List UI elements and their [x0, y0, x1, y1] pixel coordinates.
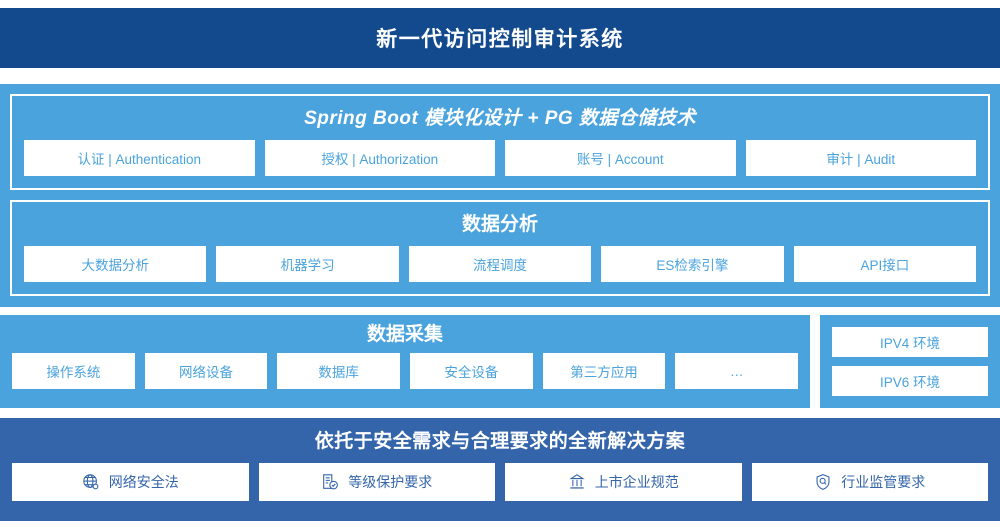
chip-listed-company-standard[interactable]: 上市企业规范: [505, 463, 742, 501]
chip-audit[interactable]: 审计 | Audit: [745, 140, 976, 176]
header-bar: 新一代访问控制审计系统: [0, 8, 1000, 68]
bank-icon: [568, 473, 586, 491]
chip-classified-protection[interactable]: 等级保护要求: [258, 463, 495, 501]
data-analysis-panel: 数据分析 大数据分析 机器学习 流程调度 ES检索引擎 API接口: [10, 200, 990, 296]
chip-account[interactable]: 账号 | Account: [505, 140, 736, 176]
chip-network-device[interactable]: 网络设备: [144, 353, 268, 389]
platform-section: Spring Boot 模块化设计 + PG 数据仓储技术 认证 | Authe…: [0, 84, 1000, 307]
chip-third-party-application[interactable]: 第三方应用: [542, 353, 666, 389]
page-title: 新一代访问控制审计系统: [376, 28, 624, 51]
chip-label: 上市企业规范: [594, 474, 679, 490]
compliance-title: 依托于安全需求与合理要求的全新解决方案: [314, 431, 686, 452]
chip-database[interactable]: 数据库: [277, 353, 401, 389]
spring-boot-title: Spring Boot 模块化设计 + PG 数据仓储技术: [304, 108, 696, 129]
data-collection-chip-row: 操作系统 网络设备 数据库 安全设备 第三方应用 …: [12, 353, 799, 389]
compliance-chip-row: 网络安全法 等级保护要求: [12, 463, 988, 501]
chip-more-ellipsis[interactable]: …: [675, 353, 799, 389]
document-check-icon: [321, 473, 339, 491]
chip-machine-learning[interactable]: 机器学习: [216, 246, 399, 282]
chip-cybersecurity-law[interactable]: 网络安全法: [12, 463, 249, 501]
chip-authentication[interactable]: 认证 | Authentication: [24, 140, 255, 176]
data-collection-section: 数据采集 操作系统 网络设备 数据库 安全设备 第三方应用 … IPV4 环境 …: [0, 315, 1000, 408]
chip-industry-regulation[interactable]: 行业监管要求: [751, 463, 988, 501]
chip-ipv6-environment[interactable]: IPV6 环境: [832, 366, 988, 396]
shield-search-icon: [814, 473, 832, 491]
chip-security-device[interactable]: 安全设备: [410, 353, 533, 389]
compliance-section: 依托于安全需求与合理要求的全新解决方案 网络安全法: [0, 418, 1000, 521]
data-collection-title: 数据采集: [366, 324, 443, 345]
chip-label: 行业监管要求: [841, 474, 926, 490]
chip-es-search-engine[interactable]: ES检索引擎: [601, 246, 784, 282]
chip-label: 等级保护要求: [348, 474, 433, 490]
chip-authorization[interactable]: 授权 | Authorization: [264, 140, 495, 176]
environment-panel: IPV4 环境 IPV6 环境: [820, 315, 1000, 408]
chip-ipv4-environment[interactable]: IPV4 环境: [832, 327, 988, 357]
spring-boot-chip-row: 认证 | Authentication 授权 | Authorization 账…: [24, 140, 976, 176]
globe-icon: [82, 473, 100, 491]
chip-label: 网络安全法: [108, 474, 179, 490]
data-analysis-chip-row: 大数据分析 机器学习 流程调度 ES检索引擎 API接口: [24, 246, 977, 282]
chip-operating-system[interactable]: 操作系统: [12, 353, 135, 389]
chip-api-interface[interactable]: API接口: [793, 246, 977, 282]
spring-boot-panel: Spring Boot 模块化设计 + PG 数据仓储技术 认证 | Authe…: [10, 94, 990, 190]
data-analysis-title: 数据分析: [461, 214, 538, 235]
data-collection-panel: 数据采集 操作系统 网络设备 数据库 安全设备 第三方应用 …: [0, 315, 810, 408]
chip-process-scheduling[interactable]: 流程调度: [408, 246, 592, 282]
chip-big-data-analysis[interactable]: 大数据分析: [24, 246, 207, 282]
